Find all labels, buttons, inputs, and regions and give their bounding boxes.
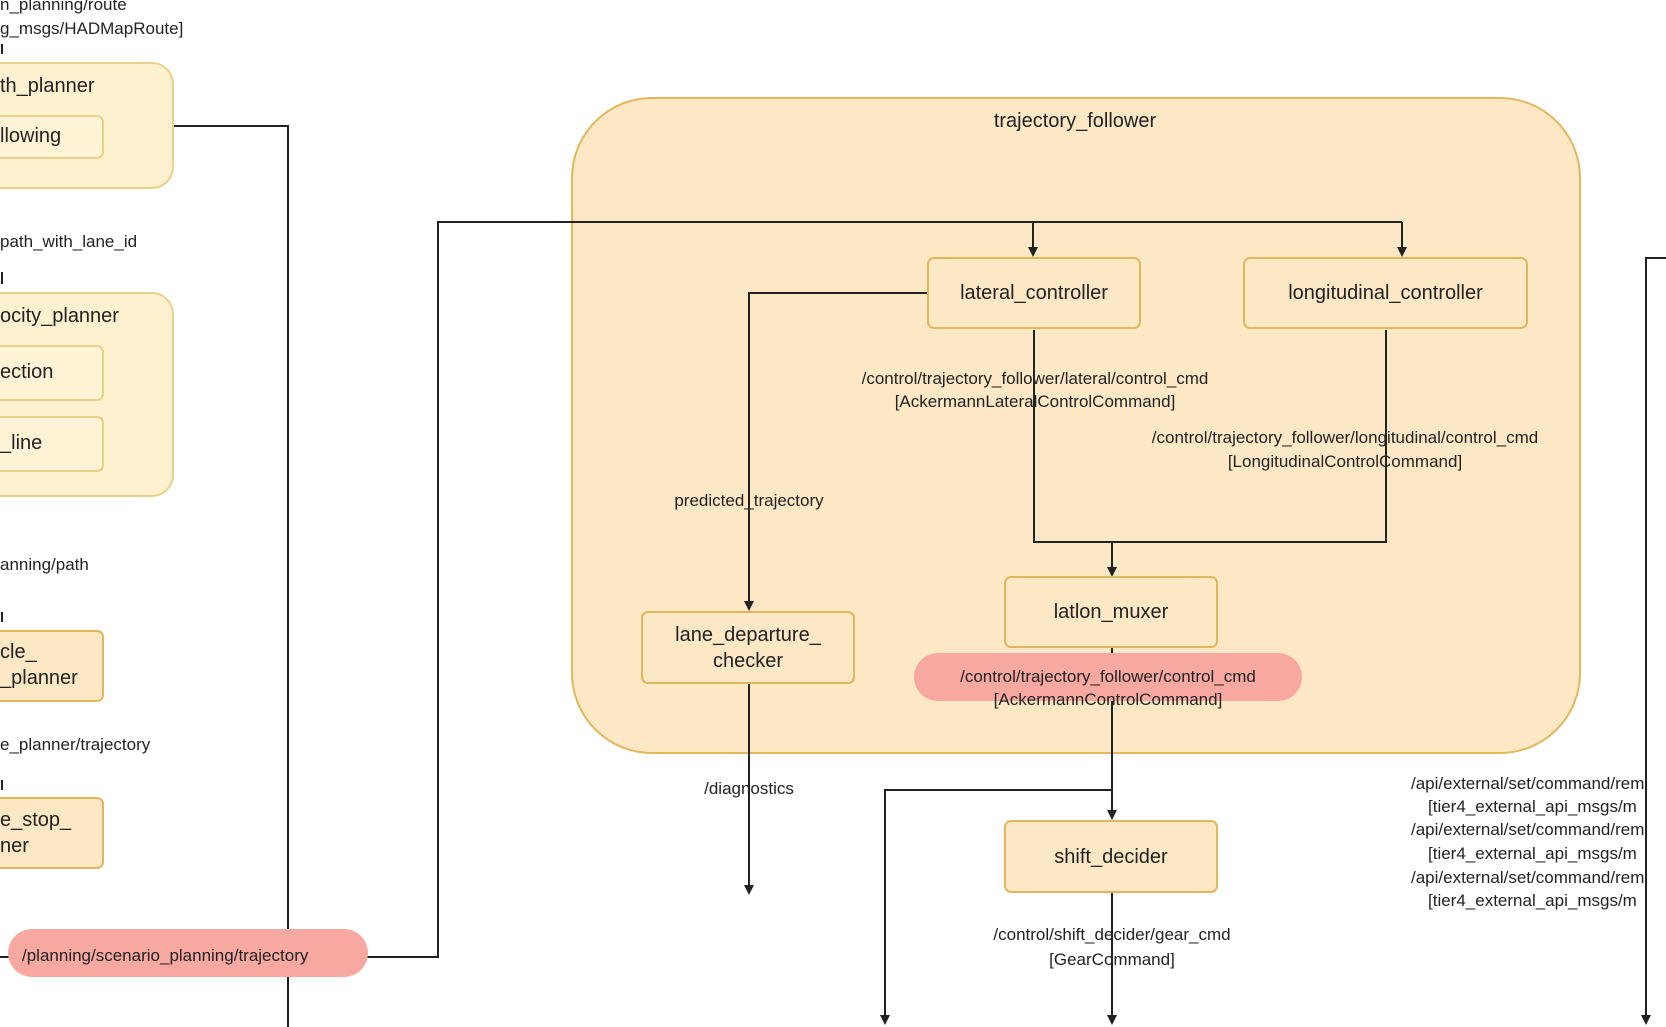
obstacle-stop-planner-box [0, 797, 104, 869]
api-topic-3: /api/external/set/command/rem [1411, 868, 1645, 887]
gear-cmd-topic-label: /control/shift_decider/gear_cmd [993, 925, 1231, 944]
lateral-type-label: [AckermannLateralControlCommand] [894, 392, 1176, 411]
control-cmd-branch [880, 789, 1112, 1025]
path-lane-id-label: path_with_lane_id [0, 232, 138, 251]
controllers-to-muxer-line [1033, 330, 1387, 543]
longitudinal-controller-label: longitudinal_controller [1288, 282, 1483, 304]
trajectory-topic-label: e_planner/trajectory [0, 735, 151, 754]
stop-label-2: ner [0, 835, 29, 857]
right-api-line [1641, 257, 1666, 1025]
obstacle-label-2: _planner [0, 667, 78, 689]
ldc-label-2: checker [712, 649, 784, 672]
detection-label: ection [0, 361, 54, 383]
latlon-muxer-label: latlon_muxer [1053, 601, 1169, 623]
lateral-controller-node: lateral_controller [927, 257, 1141, 329]
longitudinal-topic-label: /control/trajectory_follower/longitudina… [1151, 428, 1539, 447]
scenario-trajectory-pill [8, 929, 368, 977]
control-cmd-type-label: [AckermannControlCommand] [993, 690, 1223, 709]
planning-path-label: anning/path [0, 555, 89, 574]
lateral-controller-label: lateral_controller [960, 282, 1108, 304]
scenario-trajectory-label: /planning/scenario_planning/trajectory [22, 946, 309, 965]
lateral-topic-label: /control/trajectory_follower/lateral/con… [861, 369, 1209, 388]
obstacle-planner-box [0, 630, 104, 702]
trajectory-follower-title: trajectory_follower [993, 110, 1157, 132]
shift-decider-node: shift_decider [1004, 820, 1218, 893]
route-type-label: g_msgs/HADMapRoute] [0, 19, 184, 38]
lane-departure-checker-node: lane_departure_ checker [641, 611, 855, 684]
path-planner-line [172, 125, 289, 1027]
shift-decider-label: shift_decider [1054, 845, 1168, 868]
obstacle-label-1: cle_ [0, 641, 37, 663]
predicted-trajectory-label: predicted_trajectory [674, 491, 824, 510]
stop-line-module [0, 416, 104, 472]
stop-label-1: e_stop_ [0, 809, 72, 831]
longitudinal-type-label: [LongitudinalControlCommand] [1227, 452, 1463, 471]
stop-line-label: _line [0, 432, 43, 454]
diagnostics-label: /diagnostics [704, 779, 794, 798]
lane-following-label: llowing [0, 125, 62, 147]
api-type-3: [tier4_external_api_msgs/m [1428, 891, 1637, 910]
path-planner-label: th_planner [0, 75, 95, 97]
api-topic-1: /api/external/set/command/rem [1411, 774, 1645, 793]
api-topic-2: /api/external/set/command/rem [1411, 820, 1645, 839]
longitudinal-controller-node: longitudinal_controller [1243, 257, 1528, 329]
control-cmd-topic-label: /control/trajectory_follower/control_cmd [960, 667, 1256, 686]
velocity-planner-label: ocity_planner [0, 305, 119, 327]
detection-module [0, 345, 104, 401]
lane-following-module [0, 115, 104, 159]
gear-cmd-type-label: [GearCommand] [1049, 950, 1175, 969]
ldc-label-1: lane_departure_ [675, 623, 821, 646]
api-type-1: [tier4_external_api_msgs/m [1428, 797, 1637, 816]
control-cmd-pill [914, 653, 1302, 701]
predicted-trajectory-line [744, 292, 928, 611]
latlon-muxer-node: latlon_muxer [1004, 576, 1218, 648]
route-topic-label: n_planning/route [0, 0, 127, 14]
api-type-2: [tier4_external_api_msgs/m [1428, 844, 1637, 863]
